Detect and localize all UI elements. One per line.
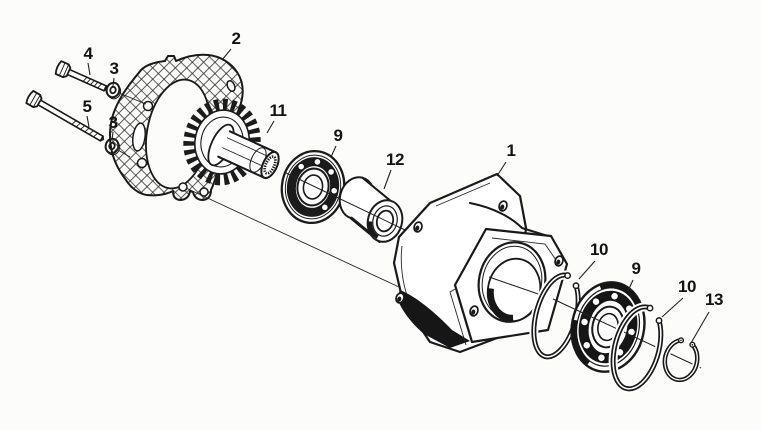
leader-line: [578, 260, 596, 280]
callout-11: 11: [266, 101, 287, 134]
callout-label: 5: [83, 97, 92, 116]
leader-line: [690, 311, 710, 344]
bearing-ball: [330, 187, 338, 195]
bearing-ball: [610, 292, 619, 301]
gasket-slot: [131, 122, 147, 152]
callout-label: 10: [678, 277, 696, 296]
bearing-bore: [302, 174, 324, 200]
bearing-ball: [591, 297, 601, 306]
leader-line: [266, 120, 275, 134]
part-ball-bearing-front: [280, 149, 346, 225]
callout-label: 11: [270, 101, 287, 120]
callout-label: 12: [386, 150, 404, 169]
callout-label: 4: [84, 44, 94, 63]
callout-9-rear: 9: [627, 259, 641, 292]
callout-5: 5: [83, 97, 92, 128]
part-hex-bolt-short: [54, 60, 108, 92]
housing-barrel-top: [469, 202, 552, 238]
callout-label: 1: [507, 141, 516, 160]
shaft-splines: [263, 155, 277, 175]
callout-label: 9: [632, 259, 641, 278]
bearing-ball: [597, 353, 606, 362]
bearing-ball: [582, 341, 591, 350]
callout-label: 9: [334, 126, 343, 145]
part-hex-bolt-long: [25, 90, 105, 142]
gasket-hole: [178, 182, 188, 192]
housing-shadow: [397, 290, 470, 348]
bearing-ball: [580, 317, 589, 327]
bolt-path-line: [117, 149, 131, 158]
callout-label: 10: [590, 240, 608, 259]
callout-10-outer: 10: [661, 277, 696, 318]
housing-bolt-holes: [395, 200, 564, 317]
gasket-hole: [136, 157, 148, 169]
part-gear-shaft: [183, 98, 280, 186]
callout-4: 4: [84, 44, 94, 76]
callout-9-front: 9: [330, 126, 343, 158]
centerline: [488, 276, 545, 297]
part-housing: [392, 172, 569, 354]
bolt-path-line: [185, 187, 400, 288]
callout-label: 3: [110, 59, 119, 78]
leader-line: [221, 48, 232, 61]
part-circlip: [660, 336, 702, 384]
bolt-path-line: [118, 92, 147, 105]
callout-2: 2: [221, 29, 241, 61]
leader-line: [112, 77, 115, 87]
callout-3-upper: 3: [110, 59, 119, 87]
callout-3-lower: 3: [109, 113, 118, 141]
bearing-ball: [321, 203, 329, 211]
callout-12: 12: [383, 150, 404, 190]
centerline: [283, 171, 406, 231]
leader-line: [87, 62, 91, 76]
centerline: [552, 298, 702, 369]
callout-10-inner: 10: [578, 240, 608, 280]
gasket-hole: [226, 80, 236, 92]
callout-1: 1: [496, 141, 516, 177]
bearing-ball: [297, 163, 305, 171]
leader-line: [627, 279, 634, 292]
leader-line: [330, 145, 337, 158]
part-snap-ring-outer: [608, 302, 666, 394]
leader-line: [383, 169, 392, 190]
bearing-ball: [327, 168, 335, 176]
leader-line: [86, 115, 90, 128]
callout-13: 13: [690, 290, 723, 344]
bearing-ball: [313, 158, 322, 166]
callout-label: 3: [109, 113, 118, 132]
leader-line: [111, 131, 114, 141]
part-spacer-sleeve: [338, 176, 404, 243]
leader-line: [496, 161, 507, 177]
callout-label: 2: [232, 29, 241, 48]
callout-label: 13: [705, 290, 723, 309]
leader-line: [661, 297, 684, 318]
gasket-hole: [142, 100, 154, 112]
spacer-bore: [375, 209, 395, 233]
